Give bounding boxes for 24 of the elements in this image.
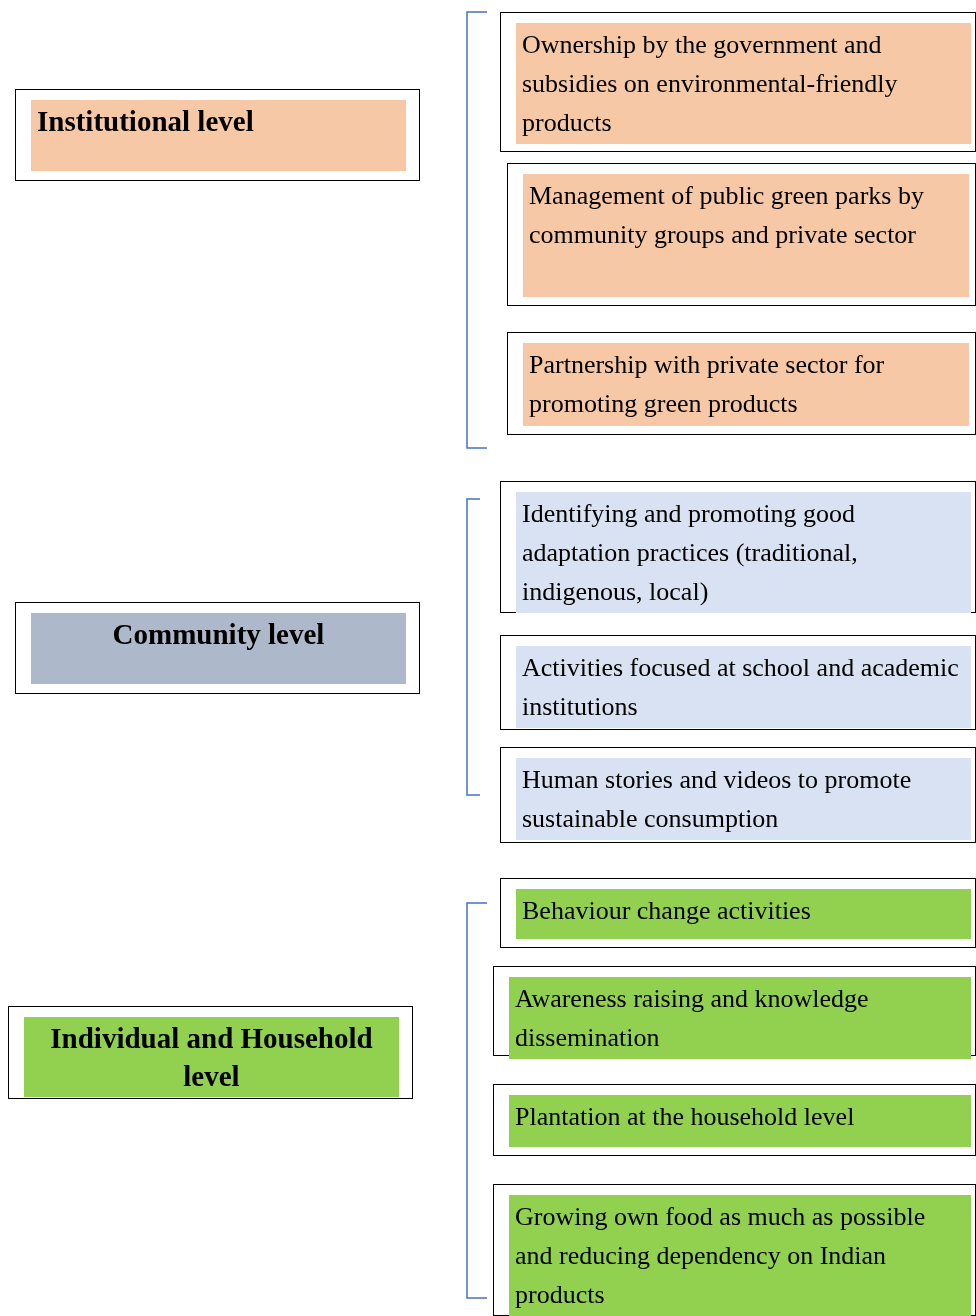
action-box — [507, 332, 976, 435]
action-text: Management of public green parks by community groups and private sector — [523, 174, 969, 297]
level-title: Institutional level — [31, 100, 406, 171]
action-text: Partnership with private sector for promoting green products — [523, 343, 969, 426]
action-text: Activities focused at school and academic institutions — [516, 646, 971, 728]
action-box — [493, 966, 976, 1056]
action-box — [500, 12, 976, 152]
action-box — [500, 747, 976, 843]
level-box — [15, 89, 420, 181]
action-text: Identifying and promoting good adaptation practices (traditional, indigenous, local) — [516, 492, 971, 613]
action-text: Ownership by the government and subsidies on environmental-friendly products — [516, 23, 971, 144]
action-box — [500, 878, 976, 948]
level-box — [8, 1006, 413, 1099]
action-box — [500, 635, 976, 730]
action-box — [493, 1084, 976, 1156]
action-text: Human stories and videos to promote sustainable consumption — [516, 758, 971, 840]
level-title: Individual and Household level — [24, 1017, 399, 1097]
action-box — [507, 163, 976, 306]
level-box — [15, 602, 420, 694]
action-text: Plantation at the household level — [509, 1095, 971, 1147]
action-text: Growing own food as much as possible and reducing dependency on Indian products — [509, 1195, 971, 1316]
action-text: Behaviour change activities — [516, 889, 971, 939]
level-title: Community level — [31, 613, 406, 684]
action-text: Awareness raising and knowledge dissemination — [509, 977, 971, 1059]
